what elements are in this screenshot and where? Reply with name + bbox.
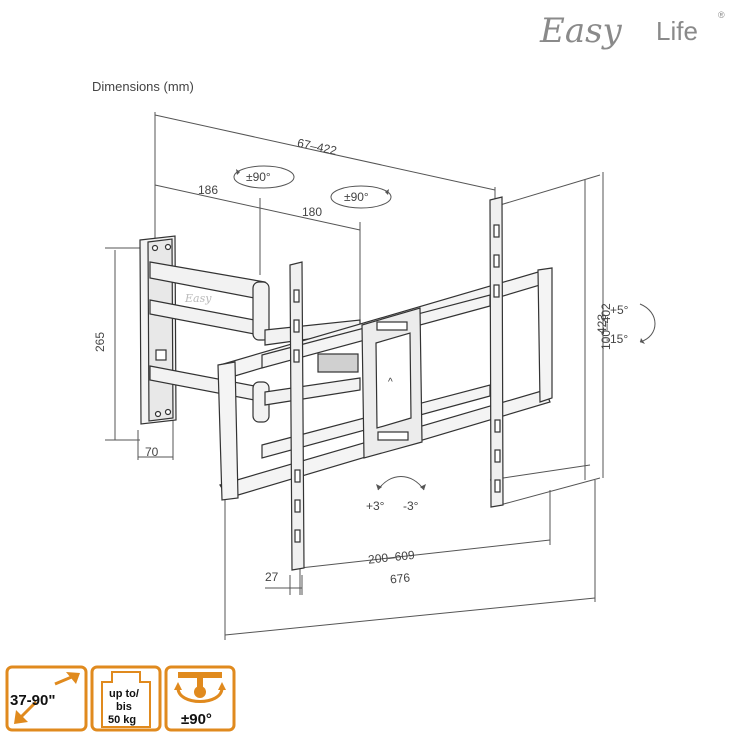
badge-load-line1: up to/ — [109, 688, 139, 700]
badge-load-line3: 50 kg — [108, 714, 136, 726]
right-vertical-bracket — [489, 196, 504, 508]
left-vertical-bracket — [289, 261, 305, 571]
label-tilt-up: +5° — [610, 303, 629, 317]
label-rail-width: 27 — [265, 570, 279, 584]
label-rotation-left: +3° — [366, 499, 385, 513]
badge-swivel-text: ±90° — [181, 711, 212, 728]
label-wall-plate-height: 265 — [93, 332, 107, 352]
logo-registered-mark: ® — [718, 10, 725, 20]
badge-load: up to/ bis 50 kg — [90, 665, 162, 732]
label-bracket-height: 423 — [595, 314, 609, 334]
label-vesa-vertical: 100–402 — [599, 303, 613, 350]
label-arm-segment-2: 180 — [302, 205, 322, 219]
easylife-logo: Easy Life ® — [539, 10, 725, 51]
label-vesa-horizontal: 200–609 — [367, 548, 415, 567]
label-tilt-down: -15° — [606, 332, 628, 346]
label-arm-reach: 67–422 — [296, 136, 338, 158]
label-rotation-right: -3° — [403, 499, 419, 513]
svg-text:^: ^ — [388, 377, 393, 388]
rotation-icon — [376, 476, 426, 491]
badge-screen-size-text: 37-90" — [10, 692, 55, 709]
badge-screen-size: 37-90" — [5, 665, 88, 732]
arm-watermark-logo: Easy — [184, 292, 212, 305]
label-swivel-2: ±90° — [344, 190, 369, 204]
tilt-icon — [639, 303, 656, 344]
dimension-lines — [105, 112, 604, 640]
label-swivel-1: ±90° — [246, 170, 271, 184]
badge-load-line2: bis — [116, 701, 132, 713]
badge-swivel: ±90° — [164, 665, 236, 732]
label-arm-segment-1: 186 — [198, 183, 218, 197]
label-bracket-width: 676 — [389, 570, 411, 586]
logo-easy: Easy — [539, 11, 623, 51]
label-wall-plate-width: 70 — [145, 445, 159, 459]
swivel-icon-2 — [330, 185, 392, 209]
dimensions-title: Dimensions (mm) — [92, 79, 194, 94]
swivel-icon-1 — [233, 165, 295, 189]
logo-life: Life — [656, 16, 698, 46]
